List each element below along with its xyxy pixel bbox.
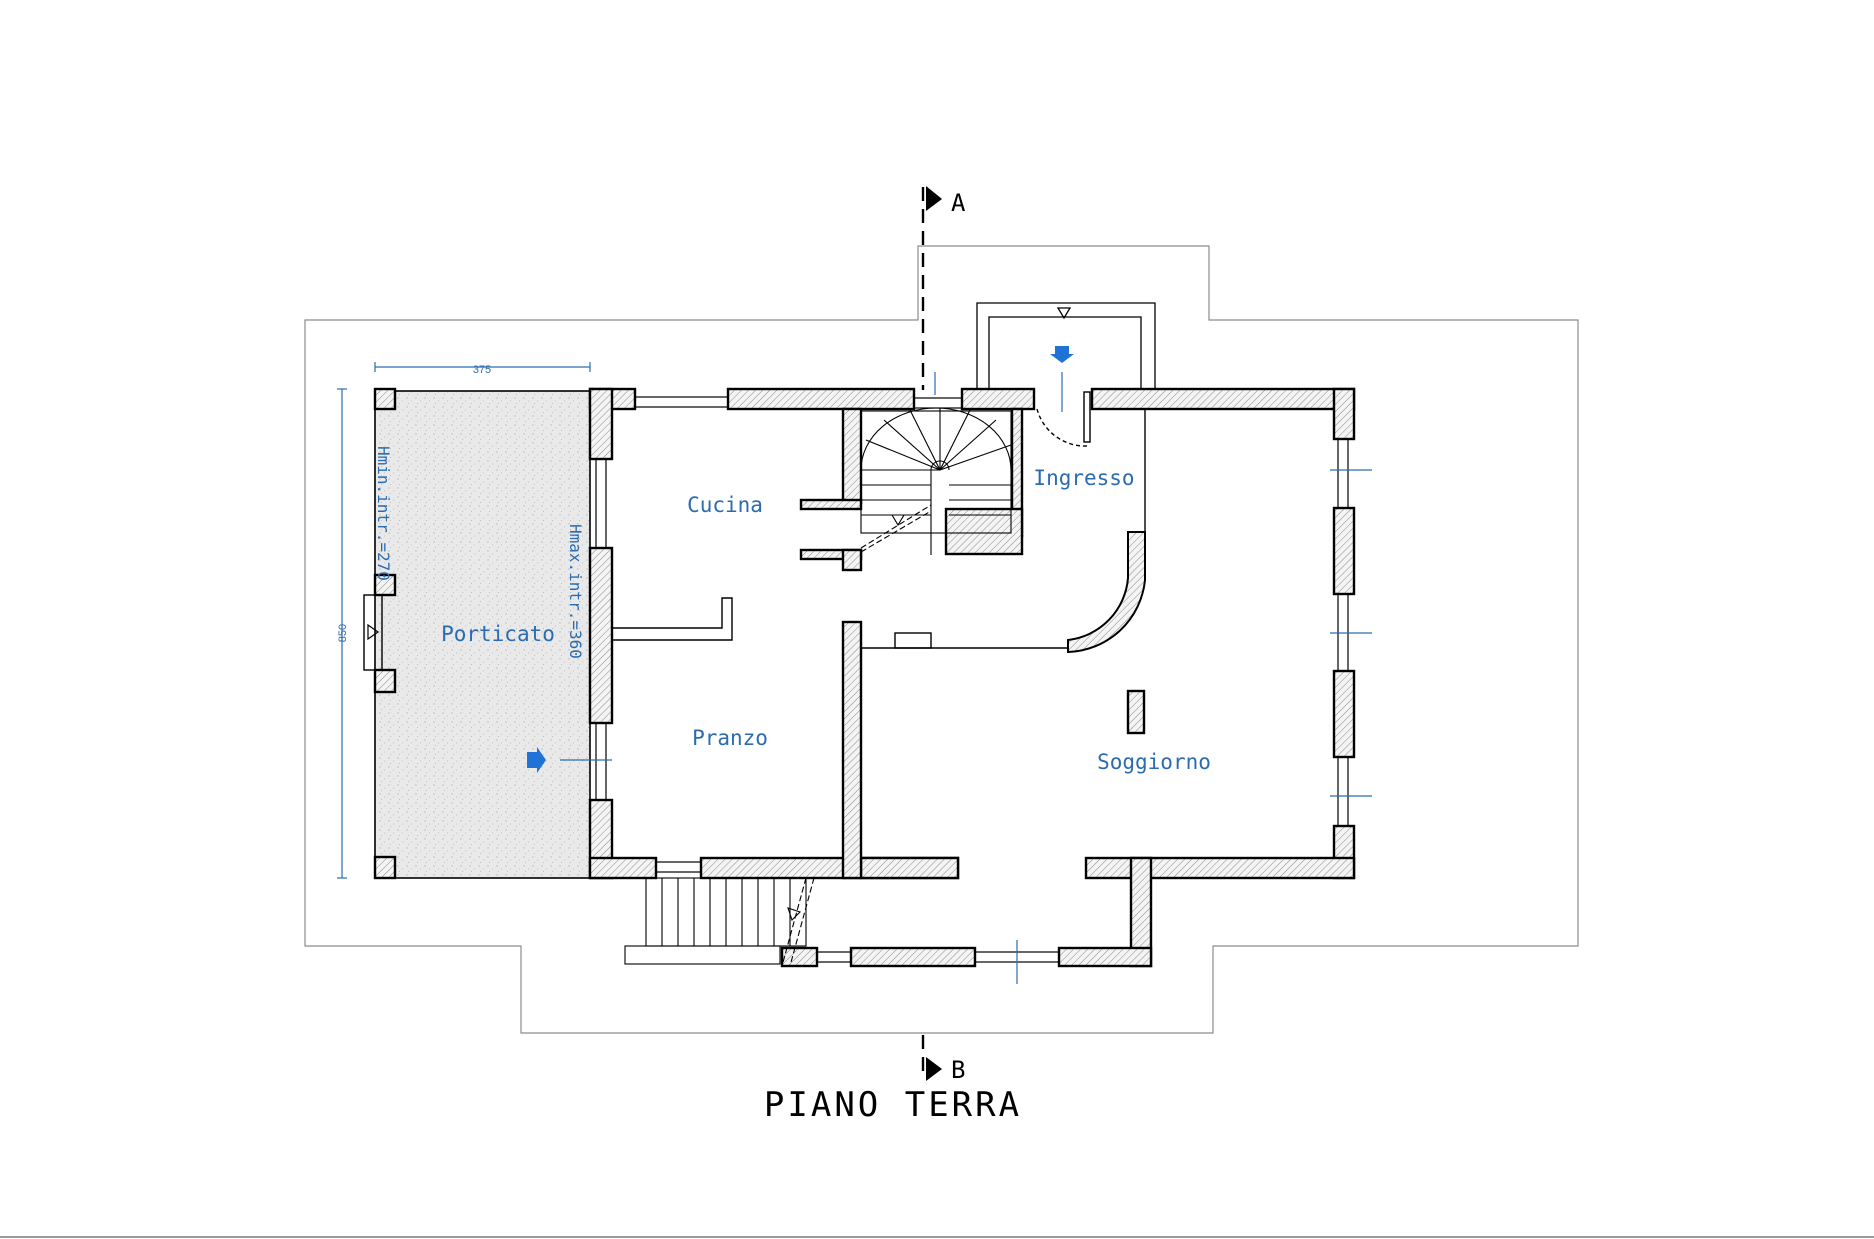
kitchen-counter — [612, 597, 733, 641]
wall — [588, 856, 658, 880]
site-outline — [304, 245, 1579, 1034]
entry-arrow-icon — [527, 747, 546, 773]
wall — [1332, 387, 1356, 441]
wall — [841, 620, 863, 880]
stair-icon — [624, 877, 815, 967]
wall — [780, 946, 819, 968]
door-leaf — [1083, 391, 1091, 443]
fixture — [894, 632, 932, 649]
entry-arrow-icon — [1050, 346, 1074, 363]
entrance-canopy — [976, 302, 1156, 389]
wall — [799, 498, 863, 511]
porch-column — [373, 855, 397, 880]
section-arrow-icon — [926, 1057, 942, 1081]
section-mark-top: A — [951, 189, 966, 217]
height-note-min: Hmin.intr.=270 — [374, 446, 393, 581]
wall — [960, 387, 1036, 411]
wall — [1084, 856, 1356, 880]
dimension-depth: 850 — [337, 624, 349, 642]
porch-column — [373, 573, 397, 597]
wall — [1332, 506, 1356, 596]
stair-icon — [860, 407, 1012, 555]
wall — [726, 387, 916, 411]
wall — [841, 407, 863, 505]
room-label-cucina: Cucina — [687, 493, 763, 517]
wall — [1090, 387, 1356, 411]
wall — [841, 548, 863, 572]
wall — [588, 387, 614, 461]
porch-bench — [363, 594, 383, 671]
porch-column — [373, 668, 397, 694]
room-label-soggiorno: Soggiorno — [1097, 750, 1211, 774]
wall — [1057, 946, 1153, 968]
door-swing — [1036, 408, 1088, 447]
dimension-lines — [337, 362, 1372, 984]
drawing-title: PIANO TERRA — [764, 1085, 1022, 1125]
dimension-width: 375 — [473, 364, 491, 376]
wall — [588, 546, 614, 725]
wall — [859, 856, 960, 880]
wall — [944, 507, 1024, 556]
wall — [849, 946, 977, 968]
room-label-porticato: Porticato — [441, 622, 555, 646]
porch-floor — [374, 390, 591, 879]
column — [1126, 689, 1146, 735]
section-arrow-icon — [926, 186, 942, 211]
room-label-pranzo: Pranzo — [692, 726, 768, 750]
porch-column — [373, 387, 397, 411]
section-mark-bottom: B — [951, 1056, 965, 1084]
room-label-ingresso: Ingresso — [1033, 466, 1134, 490]
section-arrow-icon — [367, 623, 380, 641]
wall — [1332, 669, 1356, 759]
height-note-max: Hmax.intr.=360 — [566, 524, 585, 659]
wall-curved — [1067, 531, 1146, 654]
